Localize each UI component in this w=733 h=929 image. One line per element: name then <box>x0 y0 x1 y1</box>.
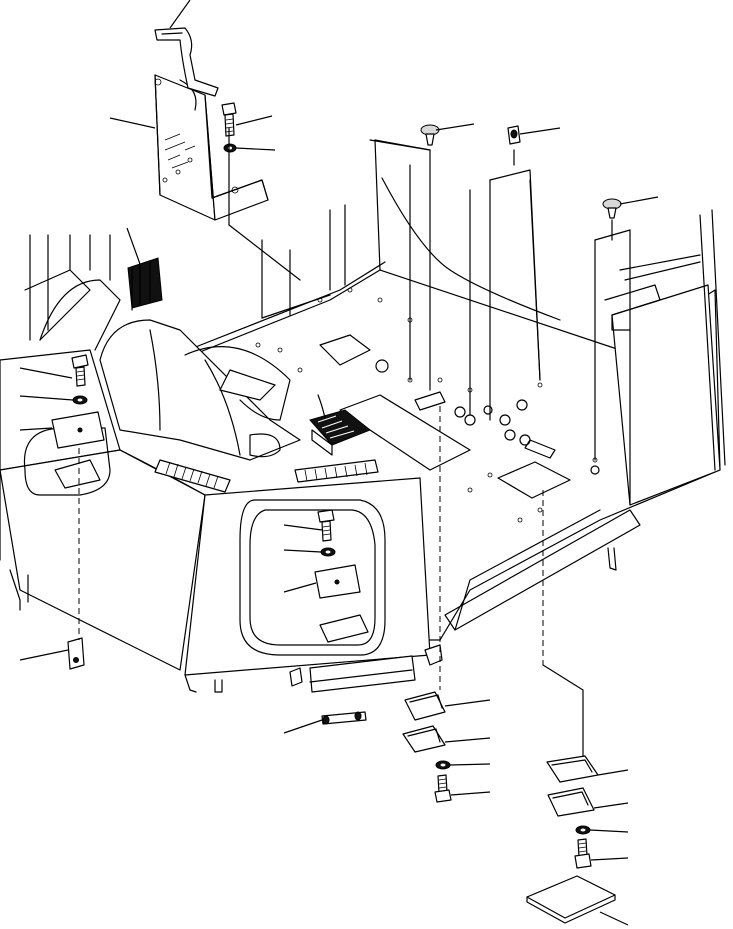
gasket-right-2 <box>547 787 595 817</box>
lower-left-bracket <box>67 637 85 670</box>
console-bolt <box>71 354 89 387</box>
cowl-washer-hole <box>325 550 331 554</box>
center-bolt <box>434 774 452 803</box>
cab-floor-frame <box>179 139 726 641</box>
right-washer-hole <box>580 828 586 832</box>
gasket-center-1 <box>404 691 446 721</box>
bracket-bolt <box>221 102 237 137</box>
alignment-lines <box>78 127 631 757</box>
console-washer-hole <box>77 398 83 402</box>
gasket-center-2 <box>402 725 446 753</box>
right-bolt <box>574 838 592 869</box>
floor-plug-top-2 <box>602 198 622 219</box>
mounting-bracket <box>154 74 269 221</box>
center-washer-hole <box>440 763 446 767</box>
harness-cable <box>154 27 219 97</box>
floor-plug-top-1 <box>420 124 440 146</box>
clip-top <box>507 125 521 145</box>
cowl-cover-hole <box>334 579 340 585</box>
console-cover-hole <box>77 427 83 433</box>
hinge-pin <box>321 711 367 725</box>
cowl-bolt <box>317 509 335 542</box>
leader-lines <box>19 0 659 926</box>
floor-cover-plate <box>526 875 616 924</box>
connector-block <box>309 394 371 456</box>
controller-on-bracket <box>127 257 163 311</box>
console-housing <box>0 234 443 693</box>
